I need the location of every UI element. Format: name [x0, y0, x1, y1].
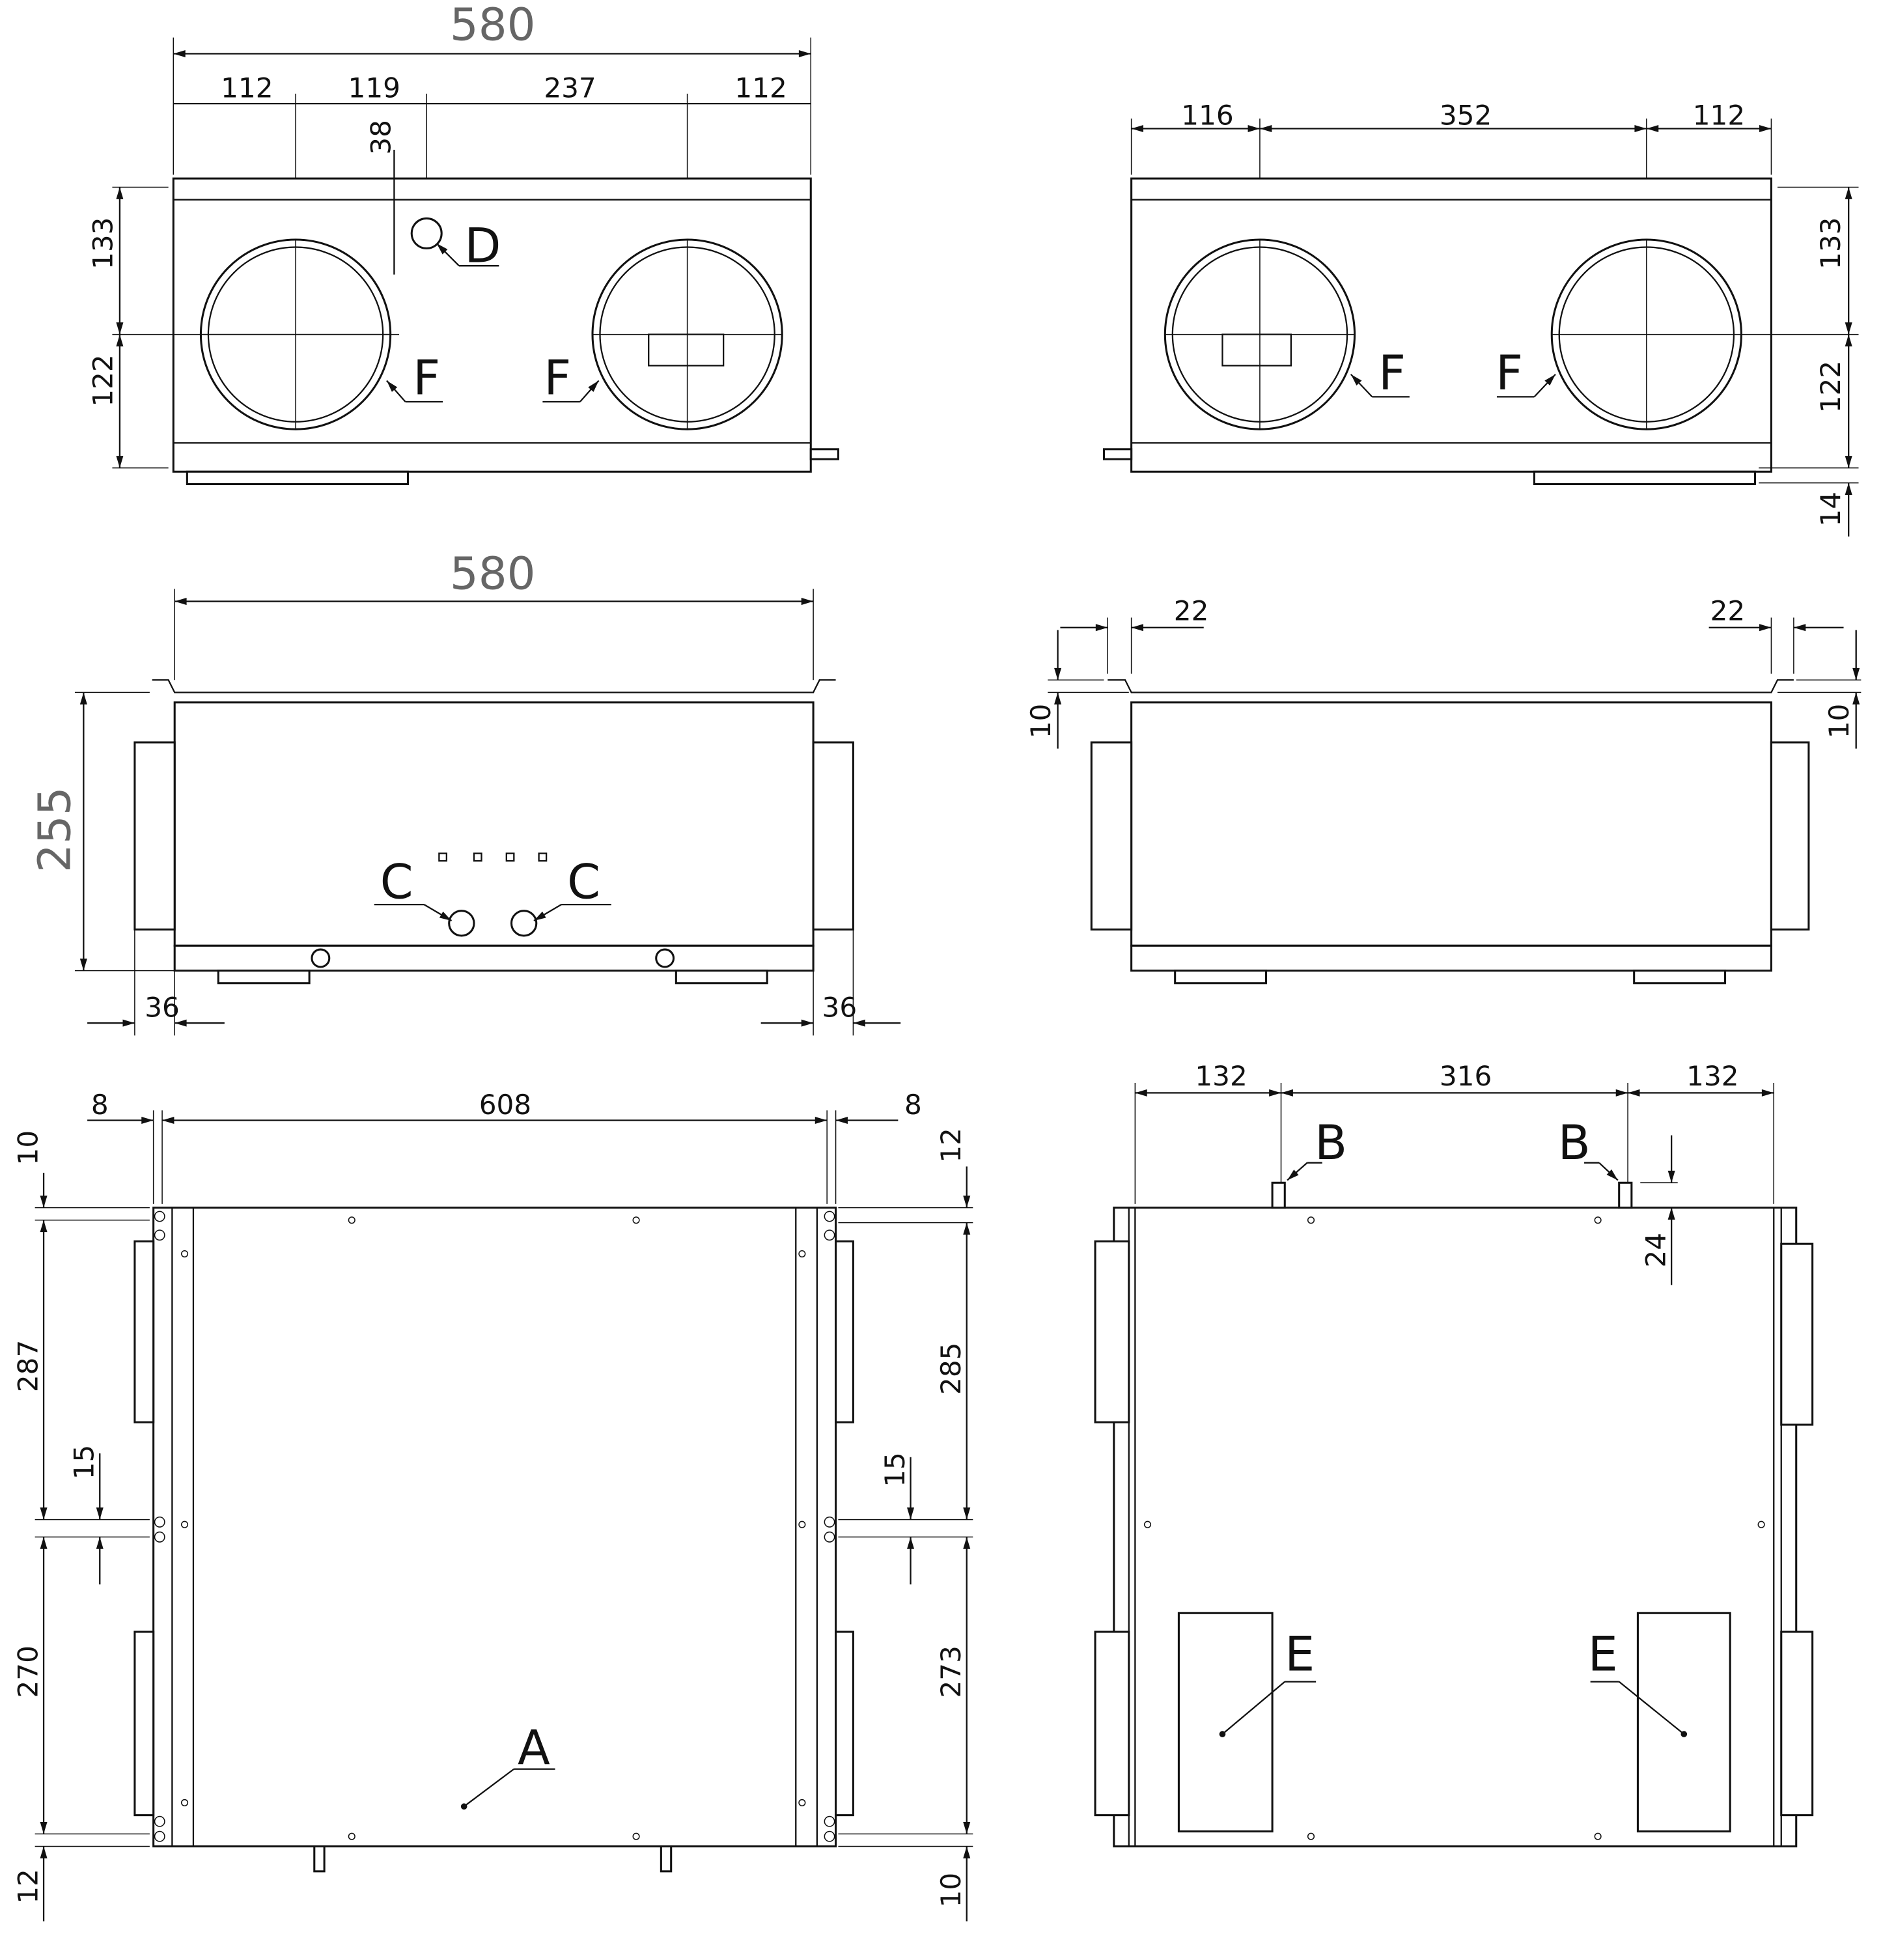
- dim: 112: [221, 72, 273, 104]
- dim: 352: [1440, 100, 1492, 132]
- label-b: B: [1315, 1115, 1347, 1171]
- dim: 133: [87, 217, 118, 270]
- label-f: F: [1378, 346, 1406, 401]
- dim: 273: [935, 1645, 967, 1698]
- label-e: E: [1588, 1627, 1618, 1682]
- dim: 22: [1710, 595, 1746, 626]
- dim: 132: [1686, 1060, 1738, 1092]
- dim: 122: [1815, 361, 1847, 413]
- dim: 112: [1693, 100, 1745, 132]
- dim: 10: [935, 1873, 967, 1908]
- dim: 12: [935, 1128, 967, 1163]
- dim-overall-width: 580: [450, 0, 536, 51]
- dim: 287: [12, 1340, 44, 1392]
- dim: 24: [1640, 1233, 1672, 1268]
- dim: 285: [935, 1343, 967, 1395]
- dim: 15: [879, 1452, 911, 1487]
- label-f: F: [1496, 346, 1523, 401]
- dim: 316: [1440, 1060, 1492, 1092]
- dim: 10: [1823, 704, 1855, 739]
- front-view: 580 112 119 237 112 38 133 122 D F F: [87, 0, 839, 486]
- side-view-rear: 22 22 10 10: [1025, 595, 1861, 985]
- dim: 14: [1815, 492, 1847, 527]
- dim: 10: [12, 1130, 44, 1166]
- dim: 122: [87, 354, 118, 406]
- dim: 12: [12, 1869, 44, 1904]
- dim: 112: [734, 72, 787, 104]
- dim: 133: [1815, 217, 1847, 270]
- label-e: E: [1285, 1627, 1315, 1682]
- dim: 15: [68, 1445, 100, 1480]
- dim: 119: [348, 72, 400, 104]
- label-c: C: [567, 855, 600, 910]
- dim: 36: [822, 992, 857, 1024]
- dim: 22: [1174, 595, 1209, 626]
- label-f: F: [544, 351, 571, 406]
- dim-height: 255: [29, 787, 81, 873]
- top-view: 132 316 132 24 B B E E: [1094, 1060, 1814, 1848]
- dim-overall-width: 580: [450, 548, 536, 600]
- dim: 38: [365, 120, 397, 155]
- side-view: 580 255 36 36 C C: [29, 548, 901, 1036]
- dim: 8: [91, 1089, 109, 1121]
- dim: 116: [1181, 100, 1233, 132]
- label-f: F: [413, 351, 440, 406]
- label-a: A: [518, 1720, 550, 1776]
- dim: 36: [145, 992, 180, 1024]
- dim: 270: [12, 1645, 44, 1698]
- rear-view: 116 352 112 133 122 14 F F: [1102, 100, 1859, 537]
- dim: 10: [1025, 704, 1057, 739]
- bottom-view: 8 608 8 10 287 15 270 12 12 285 15 273 1…: [12, 1089, 973, 1922]
- label-d: D: [464, 218, 501, 273]
- dim: 132: [1195, 1060, 1247, 1092]
- label-b: B: [1558, 1115, 1591, 1171]
- dim: 237: [544, 72, 596, 104]
- label-c: C: [380, 855, 413, 910]
- dim: 8: [904, 1089, 922, 1121]
- dim: 608: [479, 1089, 531, 1121]
